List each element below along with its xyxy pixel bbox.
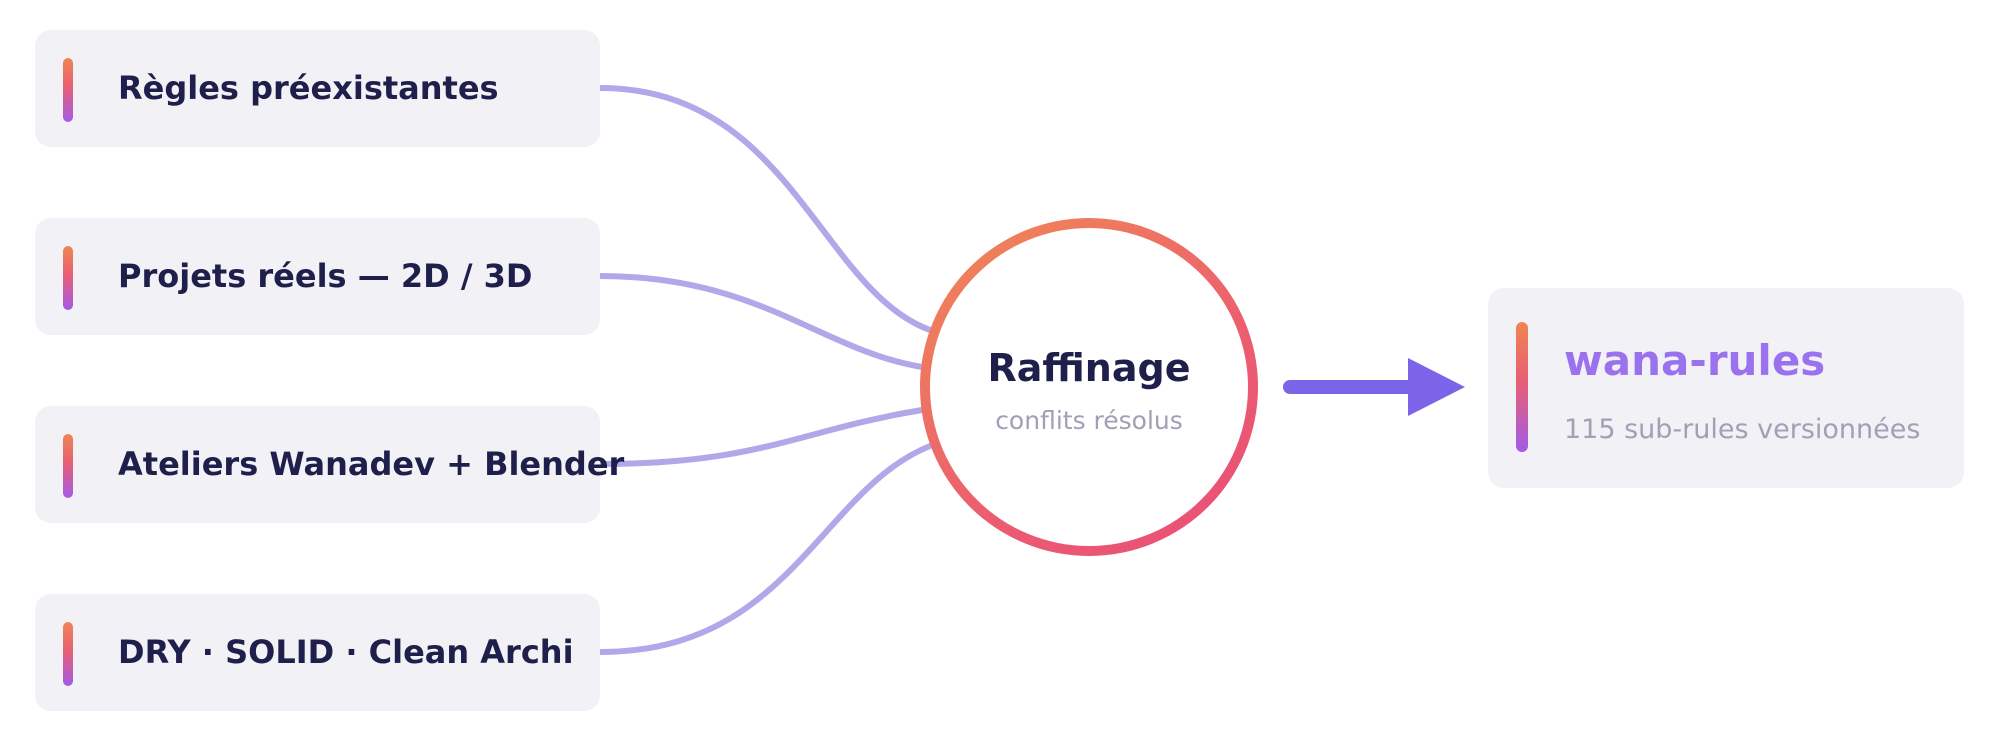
card-accent-bar — [63, 58, 73, 122]
input-card-ateliers-wanadev: Ateliers Wanadev + Blender — [35, 406, 624, 523]
connector-line-3 — [597, 407, 925, 467]
card-accent-bar — [63, 434, 73, 498]
output-title: wana-rules — [1564, 336, 1826, 385]
input-card-label: Projets réels — 2D / 3D — [118, 257, 533, 295]
output-subtitle: 115 sub-rules versionnées — [1564, 414, 1921, 445]
output-card: wana-rules 115 sub-rules versionnées — [1488, 288, 1964, 488]
refinement-hub: Raffinage conflits résolus — [920, 218, 1258, 556]
input-card-dry-solid: DRY · SOLID · Clean Archi — [35, 594, 600, 711]
input-card-projets-reels: Projets réels — 2D / 3D — [35, 218, 600, 335]
input-card-label: Ateliers Wanadev + Blender — [118, 445, 625, 483]
input-card-regles-preexistantes: Règles préexistantes — [35, 30, 600, 147]
card-accent-bar — [63, 246, 73, 310]
refinement-hub-inner: Raffinage conflits résolus — [930, 228, 1248, 546]
hub-title: Raffinage — [987, 346, 1191, 390]
connector-line-2 — [597, 273, 925, 370]
input-card-label: DRY · SOLID · Clean Archi — [118, 633, 574, 671]
input-card-label: Règles préexistantes — [118, 69, 499, 107]
connector-line-1 — [597, 85, 933, 333]
output-accent-bar — [1516, 322, 1528, 452]
output-arrow-head — [1408, 358, 1465, 416]
card-accent-bar — [63, 622, 73, 686]
hub-subtitle: conflits résolus — [995, 406, 1183, 435]
connector-line-4 — [597, 443, 933, 655]
